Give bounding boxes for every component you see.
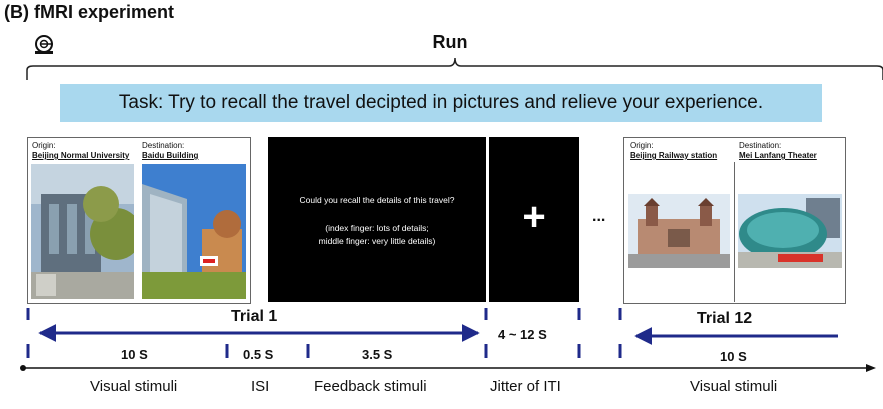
trial12-stimulus-panel: Origin: Beijing Railway station Destinat… bbox=[623, 137, 846, 304]
destination-label: Destination: bbox=[142, 141, 185, 150]
feedback-screen: Could you recall the details of this tra… bbox=[268, 137, 486, 302]
time-axis-arrowhead bbox=[866, 364, 876, 372]
destination-label: Destination: bbox=[739, 141, 782, 150]
ellipsis: ... bbox=[592, 208, 606, 225]
origin-label: Origin: bbox=[32, 141, 56, 150]
trial1-stimulus-panel: Origin: Beijing Normal University Destin… bbox=[27, 137, 251, 304]
phase-jitter-iti: Jitter of ITI bbox=[490, 378, 561, 395]
phase-boundary-ticks bbox=[26, 308, 622, 358]
duration-feedback: 3.5 S bbox=[362, 347, 393, 362]
mri-scanner-icon bbox=[35, 35, 53, 54]
origin-name: Beijing Railway station bbox=[630, 151, 718, 160]
duration-visual: 10 S bbox=[121, 347, 148, 362]
figure-title: (B) fMRI experiment bbox=[4, 2, 175, 22]
timeline bbox=[20, 308, 876, 372]
trial12-label: Trial 12 bbox=[697, 310, 753, 327]
phase-isi: ISI bbox=[251, 378, 270, 395]
origin-photo bbox=[31, 164, 134, 299]
origin-label: Origin: bbox=[630, 141, 654, 150]
task-instruction-banner: Task: Try to recall the travel decipted … bbox=[60, 84, 822, 122]
trial1-label: Trial 1 bbox=[231, 308, 278, 325]
origin-name: Beijing Normal University bbox=[32, 151, 130, 160]
phase-visual-stimuli: Visual stimuli bbox=[90, 378, 178, 395]
fixation-cross: + bbox=[489, 137, 579, 302]
duration-trial12-visual: 10 S bbox=[720, 349, 747, 364]
feedback-question: Could you recall the details of this tra… bbox=[299, 195, 455, 205]
origin-photo bbox=[628, 194, 730, 268]
run-label: Run bbox=[432, 32, 468, 52]
feedback-option-1: (index finger: lots of details; bbox=[325, 223, 429, 233]
feedback-option-2: middle finger: very little details) bbox=[318, 236, 436, 246]
duration-isi: 0.5 S bbox=[243, 347, 274, 362]
destination-photo bbox=[738, 194, 842, 268]
destination-photo bbox=[142, 164, 246, 299]
time-axis-origin bbox=[20, 365, 26, 371]
jitter-duration: 4 ~ 12 S bbox=[498, 327, 547, 342]
destination-name: Baidu Building bbox=[142, 151, 199, 160]
phase-feedback-stimuli: Feedback stimuli bbox=[314, 378, 427, 395]
phase-visual-stimuli-12: Visual stimuli bbox=[690, 378, 778, 395]
run-brace bbox=[26, 57, 883, 80]
destination-name: Mei Lanfang Theater bbox=[739, 151, 817, 160]
